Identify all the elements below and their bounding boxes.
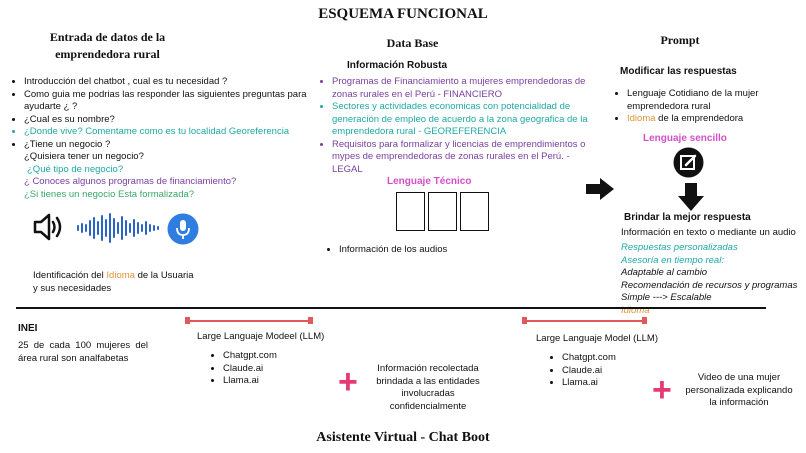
sub-item-type: ¿Qué tipo de negocio?: [27, 163, 124, 175]
simple-label: Lenguaje sencillo: [643, 133, 727, 144]
page-title: ESQUEMA FUNCIONAL: [318, 6, 488, 22]
connector-cap: [185, 317, 190, 324]
inei-text: 25 de cada 100 mujeres del área rural so…: [18, 340, 148, 364]
list-item: Sectores y actividades economicas con po…: [332, 101, 592, 139]
right-heading: Prompt: [660, 33, 700, 47]
idioma-word: Idioma: [627, 113, 656, 124]
left-heading: Entrada de datos de la emprendedora rura…: [20, 29, 195, 63]
document-box-1: [396, 192, 425, 231]
info-line: Información en texto o mediante un audio: [621, 227, 796, 238]
tech-label: Lenguaje Técnico: [387, 176, 472, 187]
modify-heading: Modificar las respuestas: [620, 66, 737, 77]
list-item: Claude.ai: [223, 363, 277, 376]
identification-idioma: Idioma: [106, 270, 135, 281]
detail-item: Respuestas personalizadas: [621, 242, 738, 253]
llm-connector-2: [522, 317, 647, 324]
speaker-icon: [33, 213, 62, 241]
sound-wave-icon: [77, 213, 159, 243]
plus-icon: +: [652, 371, 672, 409]
list-item: Requisitos para formalizar y licencias d…: [332, 139, 592, 177]
list-item: Programas de Financiamiento a mujeres em…: [332, 76, 592, 101]
down-arrow-icon: [678, 183, 704, 211]
detail-item: Idioma: [621, 304, 650, 316]
llm-connector-1: [185, 317, 313, 324]
list-item: Chatgpt.com: [223, 350, 277, 363]
right-list: Lenguaje Cotidiano de la mujer emprended…: [615, 88, 805, 126]
video-text: Video de una mujer personalizada explica…: [685, 372, 793, 408]
best-heading: Brindar la mejor respuesta: [624, 212, 751, 223]
list-item: Idioma de la emprendedora: [627, 113, 805, 126]
list-item: Chatgpt.com: [562, 352, 616, 365]
audio-info: Información de los audios: [327, 244, 547, 257]
microphone-icon: [167, 213, 199, 245]
middle-list: Programas de Financiamiento a mujeres em…: [320, 76, 592, 176]
detail-item: Asesoría en tiempo real:: [621, 254, 724, 266]
horizontal-divider: [16, 307, 766, 309]
idioma-rest: de la emprendedora: [655, 113, 744, 124]
list-item: ¿Tiene un negocio ?: [24, 139, 317, 152]
list-item: Lenguaje Cotidiano de la mujer emprended…: [627, 88, 805, 113]
left-heading-line2: emprendedora rural: [55, 47, 160, 61]
connector-cap: [522, 317, 527, 324]
identification-pre: Identificación del: [33, 270, 107, 281]
identification-post: de la Usuaria: [134, 270, 194, 281]
middle-heading: Data Base: [386, 36, 439, 50]
llm-list-2: Chatgpt.com Claude.ai Llama.ai: [550, 352, 616, 390]
connector-cap: [308, 317, 313, 324]
document-box-2: [428, 192, 457, 231]
plus-icon: +: [338, 363, 358, 401]
details-list: Respuestas personalizadas Asesoría en ti…: [621, 242, 805, 317]
sub-question: ¿Quisiera tener un negocio?: [24, 151, 144, 162]
footer-title: Asistente Virtual - Chat Boot: [316, 430, 490, 445]
list-item: Como guia me podrias las responder las s…: [24, 89, 317, 114]
identification-line2: y sus necesidades: [33, 282, 112, 294]
left-heading-line1: Entrada de datos de la: [49, 30, 166, 44]
detail-item: Adaptable al cambio: [621, 267, 708, 278]
document-box-3: [460, 192, 489, 231]
identification-text: Identificación del Idioma de la Usuaria …: [33, 270, 273, 295]
list-item: ¿Donde vive? Comentame como es tu locali…: [24, 126, 317, 139]
list-item: Llama.ai: [223, 375, 277, 388]
detail-item: Simple ---> Escalable: [621, 292, 712, 303]
inei-title: INEI: [18, 323, 38, 334]
list-item: ¿Cual es su nombre?: [24, 114, 317, 127]
list-item: Introducción del chatbot , cual es tu ne…: [24, 76, 317, 89]
list-item: Llama.ai: [562, 377, 616, 390]
left-questions: Introducción del chatbot , cual es tu ne…: [12, 76, 317, 201]
list-item: Claude.ai: [562, 365, 616, 378]
sub-item-formal: ¿Si tienes un negocio Esta formalizada?: [24, 188, 195, 200]
collected-text: Información recolectada brindada a las e…: [376, 363, 480, 412]
right-arrow-icon: [586, 178, 614, 200]
list-item: Información de los audios: [339, 244, 547, 257]
edit-note-icon: [673, 147, 704, 178]
detail-item: Recomendación de recursos y programas: [621, 279, 798, 291]
connector-cap: [642, 317, 647, 324]
llm-list-1: Chatgpt.com Claude.ai Llama.ai: [211, 350, 277, 388]
llm-title-2: Large Languaje Model (LLM): [536, 333, 658, 344]
sub-item-financing: ¿ Conoces algunos programas de financiam…: [24, 176, 237, 187]
middle-sub-heading: Información Robusta: [347, 60, 448, 71]
llm-title-1: Large Languaje Modeel (LLM): [197, 331, 325, 342]
